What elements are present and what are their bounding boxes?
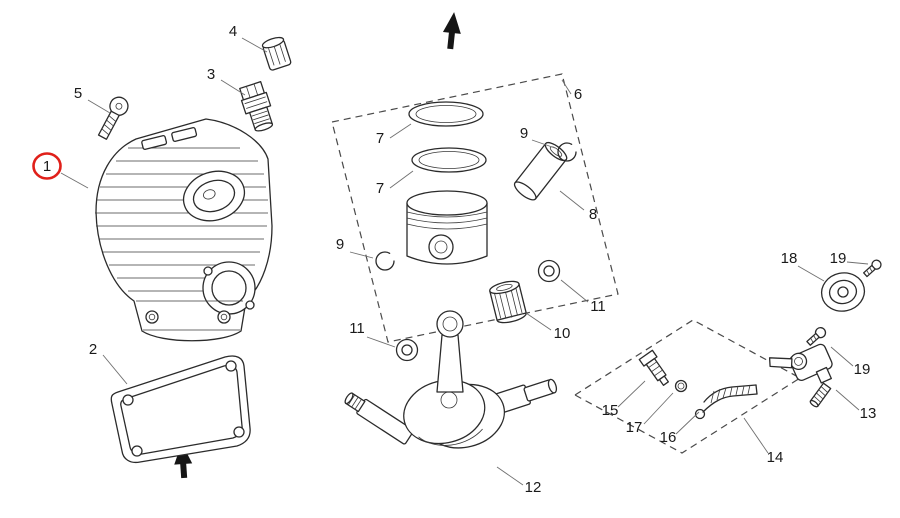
leader-line	[60, 172, 89, 189]
callout-5-label[interactable]: 5	[74, 85, 82, 102]
leader-line	[241, 37, 268, 53]
callout-1-highlight-ring[interactable]	[32, 152, 62, 180]
callout-1: 1	[32, 152, 89, 189]
hose-drawing	[694, 384, 758, 420]
leader-line	[559, 190, 585, 211]
callout-7-bottom-label[interactable]: 7	[376, 180, 384, 197]
screw-19-bottom-drawing	[806, 327, 827, 346]
cylinder-gasket-drawing	[110, 355, 251, 464]
callouts-layer: 4 3 5 1 2 7 7 6	[32, 23, 877, 496]
callout-10: 10	[525, 312, 571, 342]
crankshaft-drawing	[344, 310, 558, 449]
callout-19-top: 19	[830, 250, 869, 267]
callout-8-label[interactable]: 8	[589, 206, 597, 223]
wrist-pin-drawing	[513, 141, 568, 201]
callout-18-label[interactable]: 18	[781, 250, 798, 267]
needle-bearing-drawing	[489, 280, 527, 324]
callout-15: 15	[602, 380, 646, 419]
piston-ring-bottom-drawing	[411, 147, 487, 173]
piston-ring-top-drawing	[408, 101, 484, 127]
callout-9-left-label[interactable]: 9	[336, 236, 344, 253]
leader-line	[560, 279, 589, 303]
callout-10-label[interactable]: 10	[554, 325, 571, 342]
leader-line	[220, 79, 246, 96]
callout-19-bottom-label[interactable]: 19	[854, 361, 871, 378]
callout-3: 3	[207, 66, 246, 96]
cylinder-screw-drawing	[97, 96, 129, 140]
leader-line	[797, 265, 825, 282]
callout-4: 4	[229, 23, 268, 53]
o-ring-drawing	[674, 379, 688, 393]
exhaust-flange	[202, 261, 256, 315]
leader-line	[389, 170, 414, 189]
callout-2: 2	[89, 341, 128, 385]
callout-4-label[interactable]: 4	[229, 23, 237, 40]
callout-16: 16	[660, 411, 700, 446]
fitting-drawing	[638, 349, 670, 386]
callout-5: 5	[74, 85, 111, 114]
circlip-right-drawing	[557, 142, 577, 162]
callout-9-right-label[interactable]: 9	[520, 125, 528, 142]
circlip-left-drawing	[375, 251, 395, 271]
leader-line	[561, 79, 572, 95]
valve-cap-drawing	[261, 36, 292, 71]
callout-19-top-label[interactable]: 19	[830, 250, 847, 267]
callout-1-label[interactable]: 1	[43, 158, 51, 175]
leader-line	[389, 123, 412, 139]
piston-drawing	[406, 190, 488, 265]
leader-line	[102, 354, 128, 385]
callout-12-label[interactable]: 12	[525, 479, 542, 496]
callout-3-label[interactable]: 3	[207, 66, 215, 83]
callout-7-top-label[interactable]: 7	[376, 130, 384, 147]
leader-line	[830, 346, 854, 367]
callout-2-label[interactable]: 2	[89, 341, 97, 358]
leader-line	[366, 336, 396, 348]
callout-14-label[interactable]: 14	[767, 449, 784, 466]
callout-14: 14	[743, 417, 784, 466]
callout-9-right: 9	[520, 125, 556, 149]
piston-kit-dashed-box	[331, 73, 619, 343]
cylinder-dome	[182, 170, 246, 222]
callout-12: 12	[496, 466, 542, 496]
leader-line	[496, 466, 524, 486]
callout-18: 18	[781, 250, 825, 282]
washer-right-drawing	[537, 259, 561, 283]
callout-6: 6	[561, 79, 582, 103]
leader-line	[525, 312, 552, 331]
leader-line	[349, 251, 374, 259]
leader-line	[617, 380, 646, 408]
callout-19-bottom: 19	[830, 346, 871, 378]
leader-line	[846, 261, 869, 265]
orientation-arrow-top	[442, 12, 461, 50]
callout-11-right-label[interactable]: 11	[590, 298, 606, 315]
callout-15-label[interactable]: 15	[602, 402, 619, 419]
leader-line	[643, 392, 674, 425]
callout-11-left: 11	[349, 320, 396, 348]
leader-line	[531, 139, 556, 149]
leader-line	[743, 417, 769, 454]
callout-16-label[interactable]: 16	[660, 429, 677, 446]
oil-pump-drawing	[768, 343, 833, 408]
callout-7-bottom: 7	[376, 170, 414, 197]
callout-17-label[interactable]: 17	[626, 419, 643, 436]
callout-11-left-label[interactable]: 11	[349, 320, 365, 337]
pump-plate-drawing	[820, 272, 866, 312]
callout-7-top: 7	[376, 123, 412, 147]
callout-13-label[interactable]: 13	[860, 405, 877, 422]
callout-17: 17	[626, 392, 674, 436]
callout-13: 13	[835, 389, 877, 422]
callout-11-right: 11	[560, 279, 606, 315]
decompression-valve-drawing	[239, 81, 274, 132]
hose-kit-dashed-box	[573, 319, 802, 454]
leader-line	[87, 99, 111, 114]
cylinder-drawing	[95, 118, 273, 342]
callout-6-label[interactable]: 6	[574, 86, 582, 103]
callout-8: 8	[559, 190, 597, 223]
leader-line	[675, 411, 700, 435]
washer-left-drawing	[395, 338, 419, 362]
screw-19-top-drawing	[863, 259, 882, 278]
leader-line	[835, 389, 860, 411]
callout-9-left: 9	[336, 236, 374, 259]
